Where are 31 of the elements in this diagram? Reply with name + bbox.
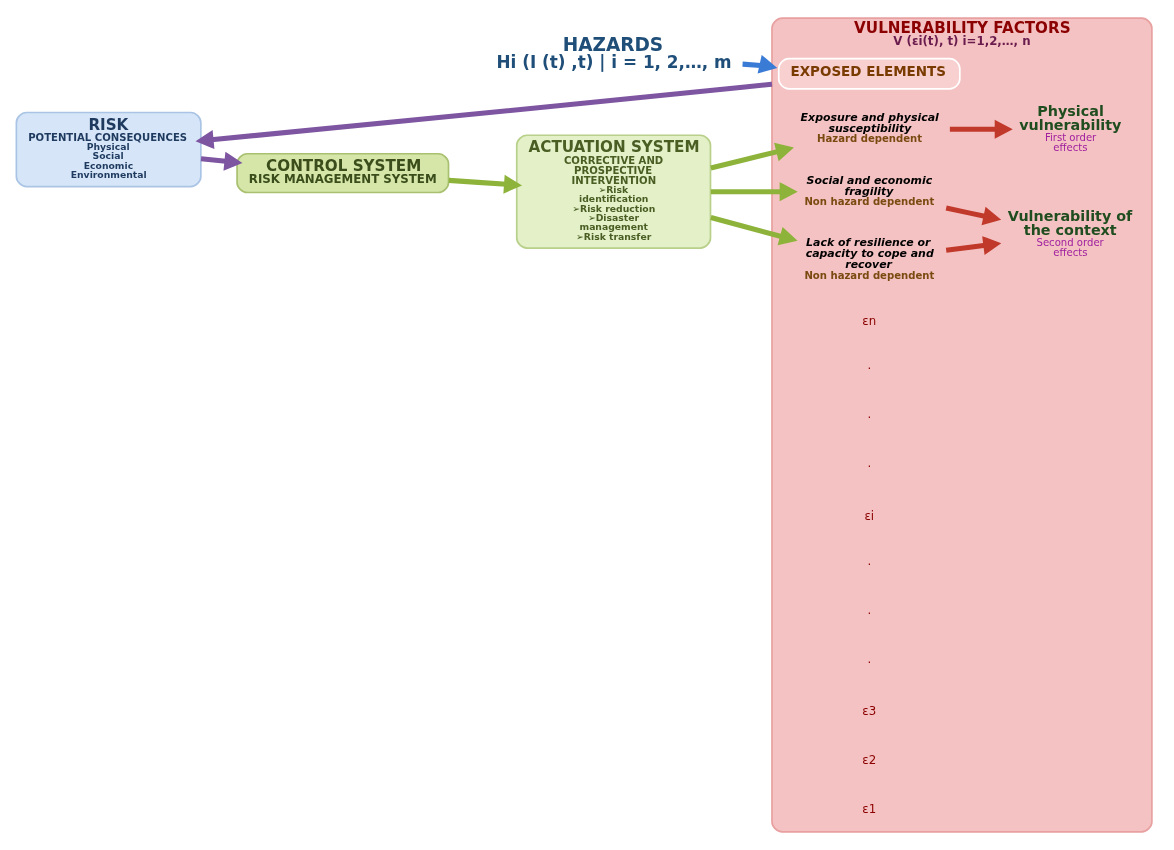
label: · (866, 606, 871, 621)
node-text: Vulnerability of the context Second order effects (1007, 207, 1132, 259)
label: · (866, 411, 871, 426)
arrow (200, 151, 242, 171)
arrow (195, 81, 772, 149)
label: · (866, 655, 871, 670)
node-text: Social and economic fragility Non hazard dependent (803, 173, 934, 207)
label: εn (861, 313, 876, 328)
node-text: Physical vulnerability First order effects (1018, 102, 1121, 153)
label: ε3 (861, 704, 876, 719)
arrow (709, 142, 794, 171)
node-text: HAZARDS Hi (I (t) ,t) | i = 1, 2,…, m (496, 33, 732, 72)
label: · (866, 557, 871, 572)
arrow (949, 119, 1013, 139)
node-box: EXPOSED ELEMENTS (777, 57, 961, 90)
label: · (866, 362, 871, 377)
arrow (710, 182, 798, 202)
node-box: ACTUATION SYSTEM CORRECTIVE AND PROSPECTIVE INTERVENTION ➢Risk identification ➢Risk reduction ➢Disaster management ➢Risk transfer (515, 134, 711, 249)
arrow (741, 54, 777, 74)
arrow (945, 236, 1001, 255)
label: εi (863, 508, 874, 523)
label: ε2 (861, 753, 876, 768)
node-text: Lack of resilience or capacity to cope and recover Non hazard dependent (803, 236, 934, 281)
arrow (945, 205, 1001, 226)
label: ε1 (861, 802, 876, 817)
node-box: RISK POTENTIAL CONSEQUENCES Physical Social Economic Environmental (15, 111, 202, 188)
arrow (448, 174, 522, 194)
node-text: Exposure and physical susceptibility Hazard dependent (800, 111, 939, 145)
node-box: CONTROL SYSTEM RISK MANAGEMENT SYSTEM (235, 152, 449, 194)
label: · (866, 460, 871, 475)
arrow (709, 215, 797, 246)
